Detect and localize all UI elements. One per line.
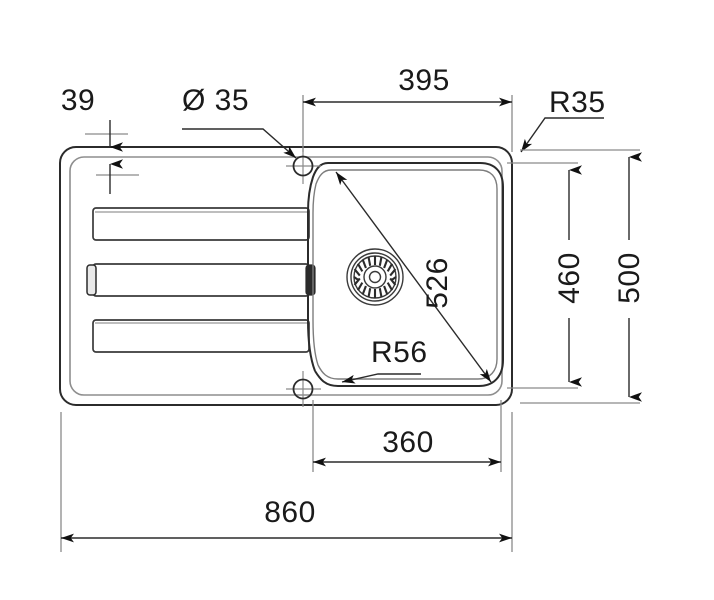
- groove-3: [92, 319, 310, 353]
- dim-r35-label: R35: [549, 86, 606, 119]
- bowl-left-wall: [307, 162, 329, 372]
- strainer-inner-ring: [363, 265, 387, 289]
- dim-360-label: 360: [382, 426, 434, 459]
- tap-hole-bottom-circle: [292, 378, 314, 400]
- dim-526-line: [335, 171, 492, 383]
- dim-395-label: 395: [398, 64, 450, 97]
- drain-strainer-icon: [346, 248, 404, 306]
- drainboard-grooves: [86, 207, 316, 353]
- dimension-bowl-corner-radius: R56: [341, 336, 428, 384]
- sink-bowl: [307, 162, 504, 387]
- dimension-corner-radius-outer: R35: [520, 86, 606, 153]
- dim-460-label: 460: [553, 252, 586, 304]
- dimension-overall-height: 500: [520, 149, 646, 404]
- bowl-inner-outline: [317, 169, 498, 380]
- dimension-bowl-inner-height: 460: [507, 162, 586, 389]
- dim-r56-leader: [341, 373, 421, 384]
- dimension-tap-hole-diameter: Ø 35: [182, 84, 297, 159]
- bowl-inner-left-wall: [312, 169, 332, 366]
- tap-hole-top[interactable]: [286, 148, 321, 184]
- dim-860-label: 860: [264, 496, 316, 529]
- dim-500-label: 500: [613, 252, 646, 304]
- dim-d35-label: Ø 35: [182, 84, 249, 117]
- dim-r35-leader: [520, 117, 604, 153]
- groove-2: [92, 263, 310, 297]
- dimension-rim-thickness: 39: [61, 84, 139, 194]
- dim-r56-label: R56: [371, 336, 428, 369]
- dim-39-label: 39: [61, 84, 95, 117]
- dim-d35-leader: [182, 128, 297, 159]
- dim-526-label: 526: [421, 257, 454, 309]
- dimension-bowl-diagonal: 526: [335, 171, 492, 383]
- dimension-overall-width: 860: [60, 412, 513, 552]
- groove-tab-left: [86, 264, 97, 296]
- groove-1: [92, 207, 310, 241]
- bowl-outline: [314, 162, 504, 387]
- tap-hole-bottom[interactable]: [286, 371, 321, 407]
- strainer-plug-hole: [368, 270, 382, 284]
- tap-hole-top-circle: [292, 155, 314, 177]
- dimension-bowl-offset-right: 395: [302, 64, 513, 152]
- dimension-bowl-width: 360: [312, 400, 502, 472]
